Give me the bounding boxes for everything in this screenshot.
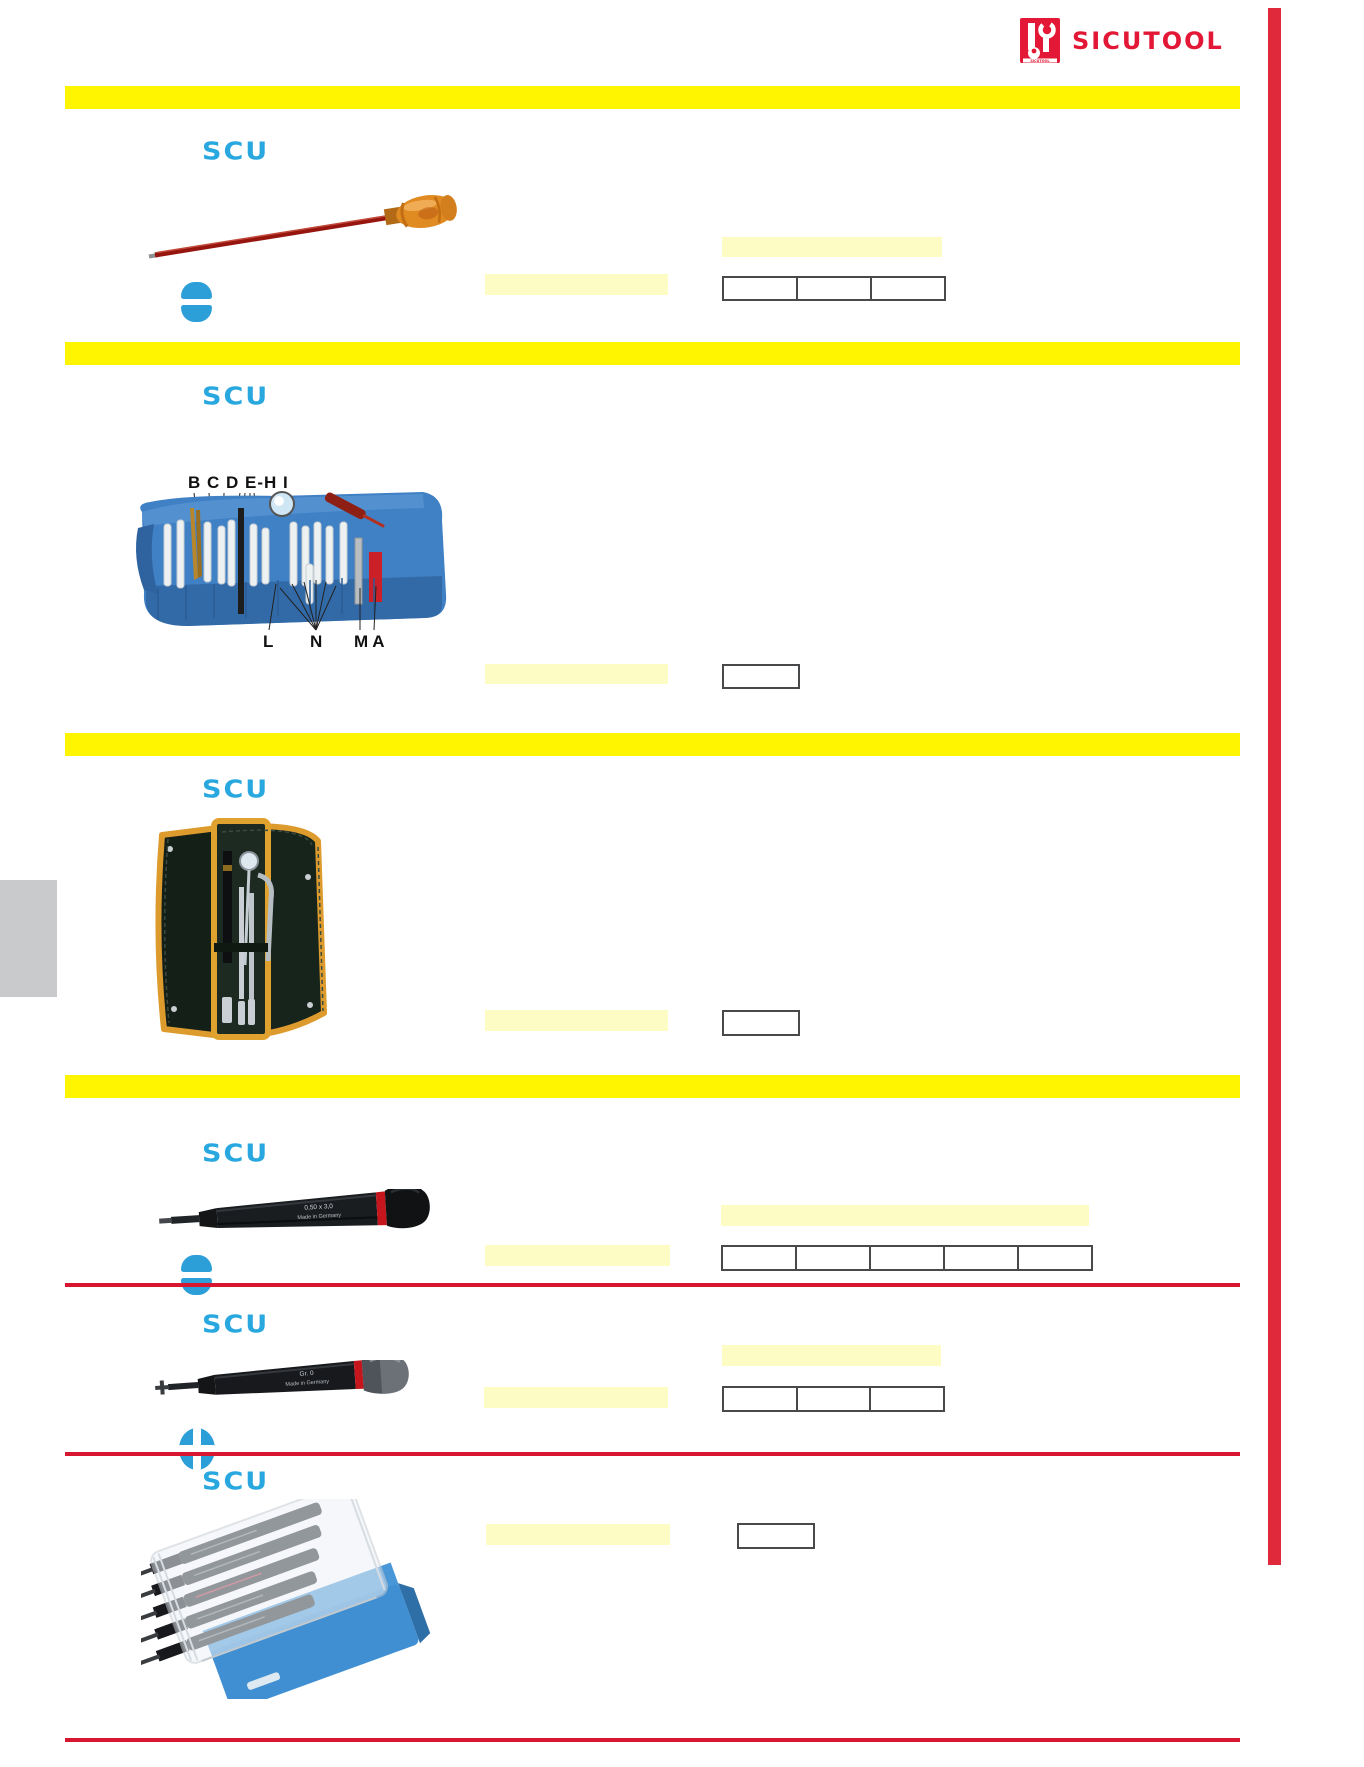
callout-letters-top: B C D E-H I [188, 473, 289, 492]
highlight-row-s3 [485, 1010, 668, 1031]
page-side-gray-tab [0, 880, 57, 997]
highlight-row-s4-left [485, 1245, 670, 1266]
section3-banner [65, 733, 1240, 756]
highlight-row-s1-left [485, 274, 668, 295]
price-table-s3 [722, 1010, 800, 1036]
scu-logo-5: SCU [202, 1310, 270, 1339]
section4-banner [65, 1075, 1240, 1098]
product-image-tool-pouch [152, 815, 330, 1043]
price-cell [1017, 1247, 1091, 1269]
page-edge-red-bar [1268, 8, 1281, 1565]
section-divider-line-3 [65, 1738, 1240, 1742]
price-cell [795, 1388, 870, 1410]
price-table-s2 [722, 664, 800, 689]
scu-logo-6: SCU [202, 1467, 270, 1496]
price-table-s4 [721, 1245, 1093, 1271]
price-cell [724, 666, 798, 687]
price-cell [869, 1247, 943, 1269]
callout-letter-l: L [263, 632, 273, 651]
highlight-row-s2 [485, 664, 668, 684]
price-table-s6 [737, 1523, 815, 1549]
slotted-tip-icon [181, 282, 212, 322]
product-image-long-screwdriver [143, 186, 457, 263]
price-cell [796, 278, 870, 299]
price-cell [724, 1388, 796, 1410]
highlight-row-s4-right [721, 1205, 1089, 1226]
screwdriver-origin-label: Made in Germany [297, 1212, 341, 1221]
scu-logo-3: SCU [202, 775, 270, 804]
price-cell [724, 1012, 798, 1034]
highlight-row-s5-right [722, 1345, 941, 1366]
product-image-tool-roll: B C D E-H I [128, 468, 458, 668]
highlight-row-s6 [486, 1524, 670, 1545]
product-image-screwdriver-set-case [141, 1499, 456, 1699]
price-cell [795, 1247, 869, 1269]
section1-banner [65, 86, 1240, 109]
price-table-s5 [722, 1386, 945, 1412]
svg-text:SICUTOOL: SICUTOOL [1030, 59, 1050, 63]
section2-banner [65, 342, 1240, 365]
sicutool-logo-icon: SICUTOOL [1020, 18, 1060, 63]
callout-letters-ma: M A [354, 632, 385, 651]
scu-logo-1: SCU [202, 137, 270, 166]
highlight-row-s5-left [484, 1387, 668, 1408]
phillips-tip-icon [177, 1426, 217, 1472]
product-image-slotted-precision-screwdriver: 0,50 x 3,0 Made in Germany [159, 1189, 441, 1236]
slotted-tip-icon [181, 1255, 212, 1295]
callout-letter-n: N [310, 632, 322, 651]
price-cell [870, 278, 944, 299]
screwdriver-size-label: 0,50 x 3,0 [304, 1203, 333, 1212]
scu-logo-4: SCU [202, 1139, 270, 1168]
price-cell [723, 1247, 795, 1269]
brand-header: SICUTOOL SICUTOOL [1020, 18, 1224, 63]
brand-name: SICUTOOL [1072, 26, 1224, 55]
price-cell [739, 1525, 813, 1547]
section-divider-line-2 [65, 1452, 1240, 1456]
price-cell [724, 278, 796, 299]
screwdriver-origin-label: Made in Germany [285, 1379, 329, 1388]
price-table-s1 [722, 276, 946, 301]
scu-logo-2: SCU [202, 382, 270, 411]
product-image-phillips-precision-screwdriver: Gr. 0 Made in Germany [155, 1360, 441, 1400]
section-divider-line-1 [65, 1283, 1240, 1287]
screwdriver-size-label: Gr. 0 [299, 1370, 314, 1378]
highlight-row-s1-right [722, 237, 942, 257]
price-cell [869, 1388, 944, 1410]
price-cell [943, 1247, 1017, 1269]
